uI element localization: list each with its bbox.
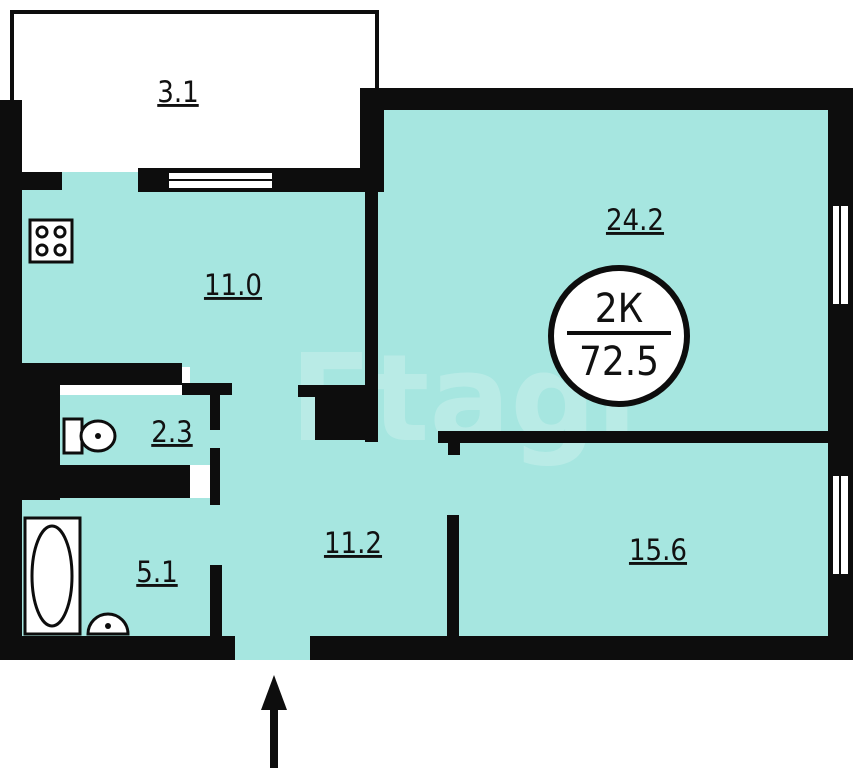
apartment-badge: 2К 72.5 — [548, 265, 690, 407]
kitchen-floor — [22, 172, 372, 367]
wall-toilet-right — [210, 390, 220, 430]
sink-icon — [86, 612, 130, 636]
balcony-outline — [10, 10, 379, 100]
wall-toilet-right-b — [210, 448, 220, 505]
entrance-arrow-icon — [261, 675, 287, 768]
wall-toilet-bottom — [0, 465, 190, 498]
stove-icon — [28, 218, 74, 264]
room-area-toilet: 2.3 — [151, 415, 192, 449]
wall-closet — [298, 385, 368, 397]
wall-bottom-left — [0, 636, 235, 660]
wall-living-bedroom — [438, 431, 828, 443]
wall-bottom-right — [310, 636, 853, 660]
room-area-kitchen: 11.0 — [204, 268, 262, 302]
room-area-balcony: 3.1 — [157, 75, 198, 109]
wall-bath-right — [210, 565, 222, 637]
wall-left-mid — [22, 172, 62, 190]
room-area-living-room: 24.2 — [606, 203, 664, 237]
windows — [167, 171, 850, 576]
room-area-bathroom: 5.1 — [136, 555, 177, 589]
wall-kitchen-bottom-b — [182, 383, 232, 395]
wall-living-bedroom-stub — [448, 443, 460, 455]
wall-left-top — [0, 100, 22, 365]
bathtub-icon — [23, 516, 82, 636]
room-area-hallway: 11.2 — [324, 526, 382, 560]
wall-closet-block — [315, 395, 375, 440]
wall-kitchen-right — [365, 192, 378, 442]
bedroom-floor — [458, 440, 830, 636]
toilet-icon — [62, 417, 117, 455]
room-area-bedroom: 15.6 — [629, 533, 687, 567]
wall-bedroom-left — [447, 515, 459, 637]
badge-room-count: 2К — [595, 286, 643, 332]
entrance-floor — [235, 630, 310, 660]
badge-total-area: 72.5 — [579, 339, 659, 385]
wall-living-top — [360, 88, 853, 110]
wall-left-bottom — [0, 498, 22, 660]
wall-kitchen-bottom — [0, 363, 182, 385]
